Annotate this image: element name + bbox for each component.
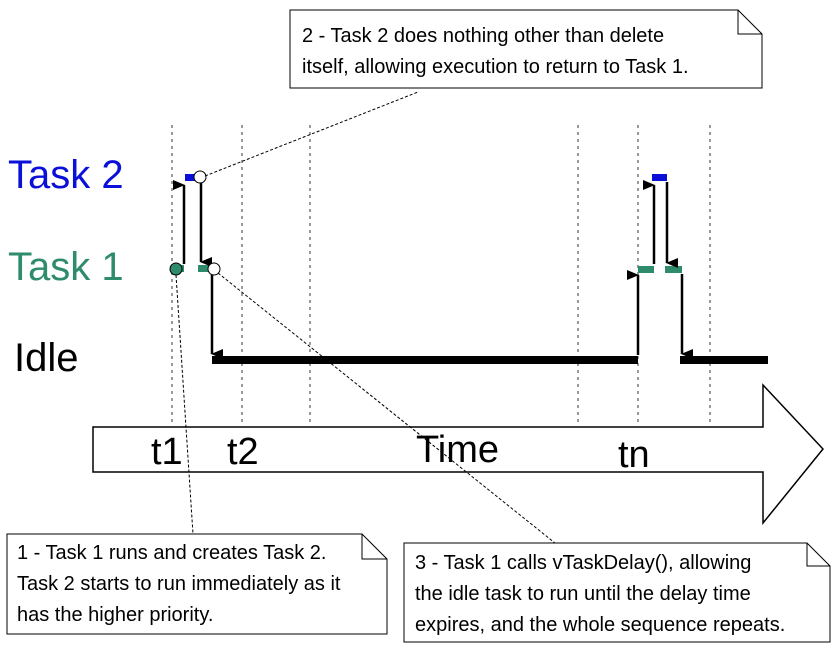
note-3-line-2: the idle task to run until the delay tim… (415, 583, 751, 605)
callout-leaders (175, 91, 556, 544)
note-2-line-2: itself, allowing execution to return to … (302, 56, 689, 78)
task1-run-first-b (198, 265, 214, 272)
note-3-line-3: expires, and the whole sequence repeats. (415, 614, 785, 636)
task1-run-second-a (638, 266, 654, 273)
time-label-t2: t2 (227, 431, 259, 473)
note-1: 1 - Task 1 runs and creates Task 2. Task… (6, 533, 388, 635)
lane-label-idle: Idle (14, 336, 79, 380)
idle-run-second (680, 356, 768, 364)
idle-run-first (212, 356, 638, 364)
task2-run-first (185, 174, 198, 181)
note-1-line-3: has the higher priority. (17, 604, 213, 626)
time-label-t1: t1 (151, 431, 183, 473)
note-1-line-1: 1 - Task 1 runs and creates Task 2. (17, 542, 326, 564)
time-axis-title: Time (416, 429, 499, 471)
execution-bars (172, 174, 768, 364)
time-label-tn: tn (618, 434, 650, 476)
lane-label-task1: Task 1 (8, 245, 124, 289)
note-3: 3 - Task 1 calls vTaskDelay(), allowing … (403, 542, 831, 643)
event-marker-task1-delay (207, 262, 221, 276)
note-3-line-1: 3 - Task 1 calls vTaskDelay(), allowing (415, 552, 751, 574)
leader-note2 (204, 91, 419, 177)
leader-note3 (217, 272, 556, 544)
note-2: 2 - Task 2 does nothing other than delet… (289, 9, 763, 89)
task1-run-second-b (665, 266, 682, 273)
event-marker-task2-delete (193, 170, 207, 184)
note-2-line-1: 2 - Task 2 does nothing other than delet… (302, 25, 664, 47)
lane-label-task2: Task 2 (8, 153, 124, 197)
context-switch-arrows (173, 180, 693, 359)
time-arrow (92, 383, 824, 526)
time-guides (171, 125, 711, 425)
leader-note1 (175, 274, 194, 535)
event-marker-task1-start (169, 262, 183, 276)
task2-run-second (652, 174, 667, 181)
note-1-line-2: Task 2 starts to run immediately as it (17, 573, 341, 595)
